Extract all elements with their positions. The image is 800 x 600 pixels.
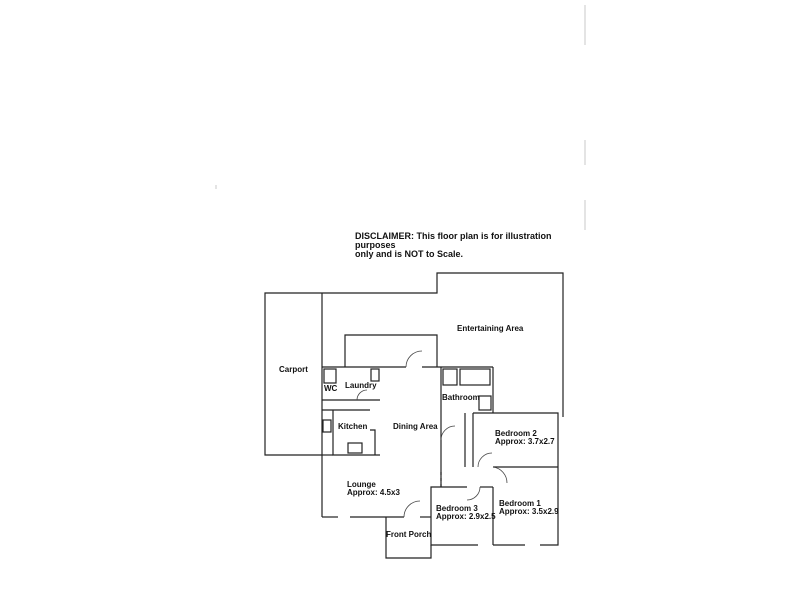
label-laundry: Laundry	[345, 381, 377, 390]
label-wc: WC	[324, 384, 338, 393]
label-lounge-size: Approx: 4.5x3	[347, 488, 400, 497]
label-bedroom-1: Bedroom 1	[499, 499, 541, 508]
label-bedroom-2: Bedroom 2	[495, 429, 537, 438]
label-front-porch: Front Porch	[386, 530, 431, 539]
label-bedroom-2-size: Approx: 3.7x2.7	[495, 437, 555, 446]
entertaining-outline	[322, 272, 564, 417]
label-bedroom-3: Bedroom 3	[436, 504, 478, 513]
label-dining-area: Dining Area	[393, 422, 438, 431]
disclaimer-line-1: DISCLAIMER: This floor plan is for illus…	[355, 231, 552, 250]
label-bedroom-1-size: Approx: 3.5x2.9	[499, 507, 559, 516]
disclaimer: DISCLAIMER: This floor plan is for illus…	[355, 232, 575, 259]
carport-outline	[264, 292, 322, 456]
label-carport: Carport	[279, 365, 308, 374]
doors	[356, 350, 508, 518]
label-entertaining-area: Entertaining Area	[457, 324, 524, 333]
walls	[264, 272, 564, 559]
disclaimer-line-2: only and is NOT to Scale.	[355, 249, 464, 259]
label-bathroom: Bathroom	[442, 393, 480, 402]
label-bedroom-3-size: Approx: 2.9x2.5	[436, 512, 496, 521]
scan-marks	[215, 5, 586, 230]
label-kitchen: Kitchen	[338, 422, 367, 431]
label-lounge: Lounge	[347, 480, 376, 489]
